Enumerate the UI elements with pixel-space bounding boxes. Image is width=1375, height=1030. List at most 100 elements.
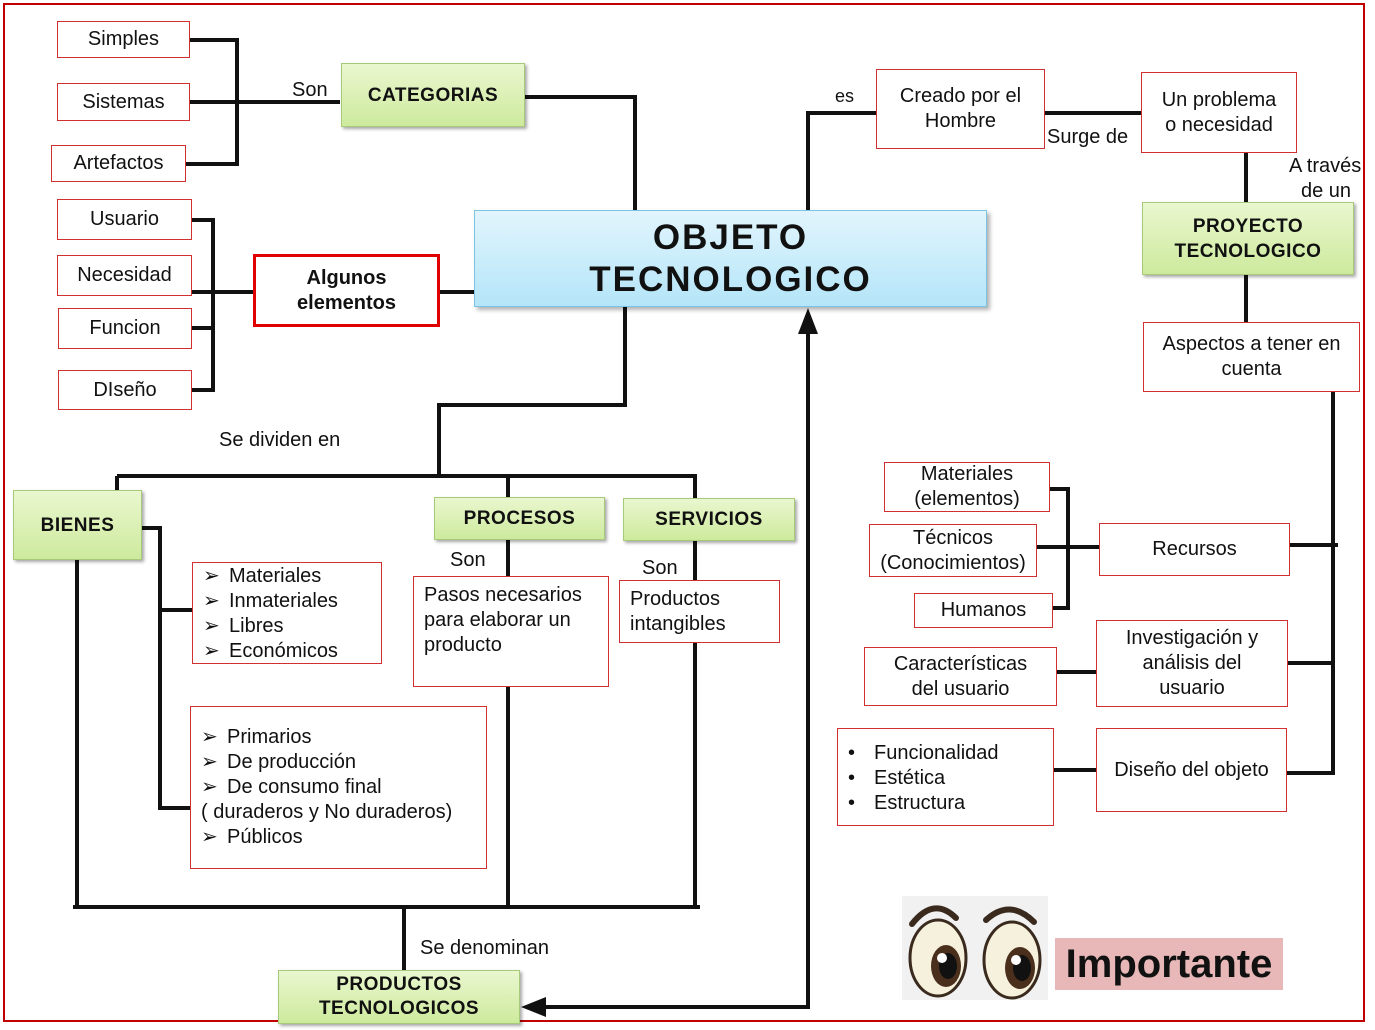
list-item: ➢Inmateriales [203,590,338,612]
categoria-simples: Simples [57,21,190,58]
investigacion-node: Investigación y análisis del usuario [1096,620,1288,707]
productos-node: PRODUCTOS TECNOLOGICOS [278,970,520,1024]
son-label: Son [292,79,328,101]
procesos-title: PROCESOS [463,508,576,529]
surge-de-label: Surge de [1047,126,1129,148]
aspectos-line2: cuenta [1221,358,1282,380]
central-title-line1: OBJETO [652,217,809,257]
categoria-artefactos: Artefactos [51,145,186,182]
elemento-label: Funcion [89,317,161,339]
servicios-line2: intangibles [630,613,726,635]
servicios-definicion: Productos intangibles [619,580,780,643]
problema-node: Un problema o necesidad [1141,72,1297,153]
se-dividen-label: Se dividen en [219,429,341,451]
list-item-text: Inmateriales [229,590,338,612]
list-item: ➢De producción [201,751,356,773]
bienes-tipos-list: ➢Materiales ➢Inmateriales ➢Libres ➢Econó… [192,562,382,664]
list-item: ➢De consumo final [201,776,382,798]
list-item-text: Estructura [874,792,966,814]
categoria-label: Sistemas [82,90,165,113]
caracteristicas-node: Características del usuario [864,647,1057,706]
eyes-icon [902,896,1048,1000]
caracteristicas-line2: del usuario [911,677,1010,700]
categoria-sistemas: Sistemas [57,83,190,121]
creado-line1: Creado por el [899,85,1022,107]
categoria-label: Simples [87,28,160,50]
materiales-line2: (elementos) [914,488,1020,510]
recurso-materiales: Materiales (elementos) [884,462,1050,512]
list-item: •Estética [848,767,946,789]
list-item: ➢Económicos [203,640,338,662]
creado-node: Creado por el Hombre [876,69,1045,149]
materiales-line1: Materiales [920,463,1014,485]
recurso-humanos: Humanos [914,593,1053,628]
procesos-definicion: Pasos necesarios para elaborar un produc… [413,576,609,687]
recursos-label: Recursos [1152,538,1237,560]
procesos-line3: producto [424,634,502,656]
list-item: •Estructura [848,792,966,814]
proyecto-line2: TECNOLOGICO [1174,240,1322,262]
servicios-node: SERVICIOS [623,498,795,541]
diseno-label: Diseño del objeto [1114,758,1269,781]
problema-line2: o necesidad [1165,113,1273,136]
central-concept: OBJETO TECNOLOGICO [474,210,987,307]
list-item-text: Materiales [229,565,322,587]
se-denominan-label: Se denominan [420,937,549,959]
servicios-son-label: Son [642,557,678,579]
central-title-line2: TECNOLOGICO [589,259,872,299]
a-traves-label: A través [1289,155,1362,177]
bienes-clases-list: ➢Primarios ➢De producción ➢De consumo fi… [190,706,487,869]
categoria-label: Artefactos [73,152,164,174]
procesos-son-label: Son [450,549,486,571]
recursos-node: Recursos [1099,523,1290,576]
algunos-elementos-node: Algunos elementos [253,254,440,327]
list-item-text: Estética [874,767,946,789]
list-item-text: Libres [229,615,284,637]
list-item: ➢Libres [203,615,284,637]
diseno-aspectos-list: •Funcionalidad •Estética •Estructura [837,728,1054,826]
investigacion-line2: análisis del [1142,652,1242,674]
humanos-label: Humanos [940,599,1027,621]
list-item: ➢Públicos [201,826,303,848]
procesos-node: PROCESOS [434,497,605,540]
list-item-text: Económicos [229,640,338,662]
bienes-title: BIENES [40,514,115,536]
list-item-text: ( duraderos y No duraderos) [201,801,453,823]
elemento-label: Necesidad [77,264,172,286]
aspectos-node: Aspectos a tener en cuenta [1143,322,1360,392]
investigacion-line1: Investigación y [1125,627,1259,649]
importante-badge: Importante [1055,938,1283,990]
elemento-funcion: Funcion [58,308,192,349]
investigacion-line3: usuario [1159,677,1225,699]
list-item-text: De consumo final [227,776,382,798]
elementos-title-line1: Algunos [306,266,387,289]
servicios-title: SERVICIOS [655,509,763,530]
caracteristicas-line1: Características [893,652,1028,675]
list-item-text: Funcionalidad [874,742,999,764]
diagram-frame [3,3,1365,1022]
creado-line2: Hombre [924,110,997,132]
recurso-tecnicos: Técnicos (Conocimientos) [869,524,1037,577]
diseno-node: Diseño del objeto [1096,728,1287,812]
es-label: es [835,86,855,106]
categorias-title: CATEGORIAS [367,84,499,106]
elemento-label: Usuario [90,208,159,230]
proyecto-node: PROYECTO TECNOLOGICO [1142,202,1354,275]
productos-line2: TECNOLOGICOS [318,998,480,1019]
bienes-node: BIENES [13,490,142,560]
servicios-line1: Productos [630,588,721,610]
categorias-node: CATEGORIAS [341,63,525,127]
elementos-title-line2: elementos [297,291,396,314]
aspectos-line1: Aspectos a tener en [1162,333,1341,355]
list-item: ( duraderos y No duraderos) [201,800,486,825]
elemento-diseno: DIseño [58,370,192,410]
de-un-label: de un [1301,180,1352,202]
proyecto-line1: PROYECTO [1192,215,1304,237]
list-item: ➢Materiales [203,565,322,587]
list-item-text: De producción [227,751,356,773]
list-item-text: Públicos [227,826,303,848]
list-item: ➢Primarios [201,726,312,748]
list-item: •Funcionalidad [848,742,999,764]
procesos-line1: Pasos necesarios [424,584,582,606]
